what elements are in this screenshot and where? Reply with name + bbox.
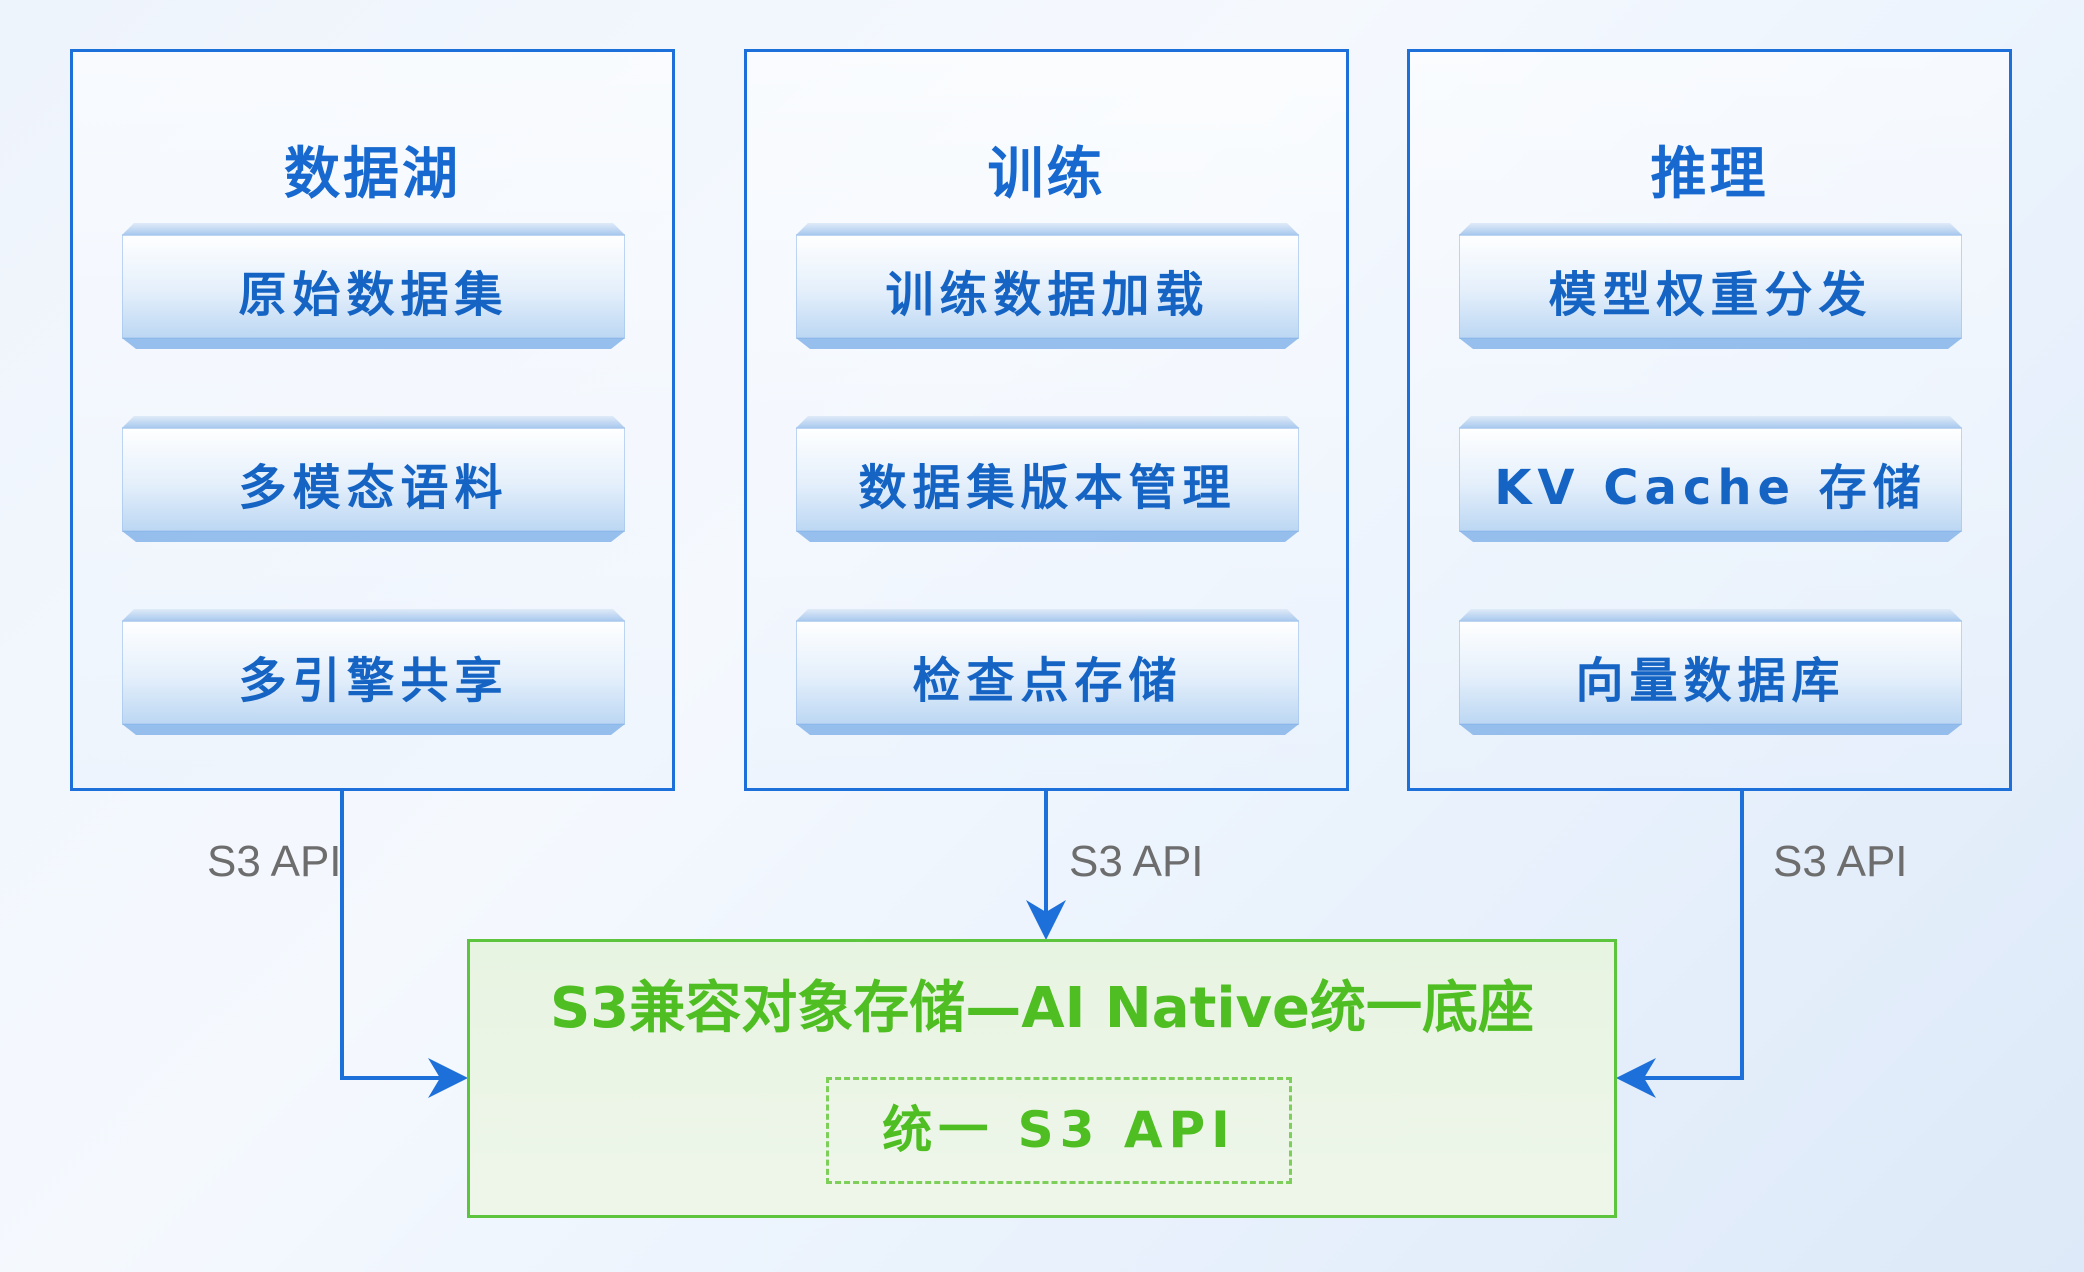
- slab-top-face: [1459, 416, 1962, 428]
- slab-bottom-face: [796, 724, 1299, 735]
- panel-title: 数据湖: [284, 142, 461, 207]
- panel-data-lake: 数据湖 原始数据集 多模态语料 多引擎共享: [70, 49, 675, 791]
- slab-bottom-face: [1459, 338, 1962, 349]
- slab-top-face: [1459, 223, 1962, 235]
- unified-api-label: 统一 S3 API: [882, 1101, 1236, 1159]
- item-slab: 训练数据加载: [796, 223, 1299, 353]
- slab-top-face: [796, 223, 1299, 235]
- item-label: 检查点存储: [912, 653, 1183, 709]
- slab-bottom-face: [1459, 724, 1962, 735]
- panel-title: 训练: [987, 142, 1106, 207]
- unified-api-box: 统一 S3 API: [826, 1077, 1292, 1184]
- api-label-left: S3 API: [207, 837, 342, 886]
- item-slab: 多模态语料: [122, 416, 625, 546]
- object-storage-base: S3兼容对象存储—AI Native统一底座 统一 S3 API: [467, 939, 1617, 1218]
- item-slab: 多引擎共享: [122, 609, 625, 739]
- item-slab: 向量数据库: [1459, 609, 1962, 739]
- slab-front-face: [1459, 620, 1962, 725]
- item-label: 多引擎共享: [238, 653, 509, 709]
- item-slab: 模型权重分发: [1459, 223, 1962, 353]
- slab-front-face: [122, 234, 625, 339]
- slab-top-face: [796, 416, 1299, 428]
- slab-bottom-face: [122, 338, 625, 349]
- api-label-center: S3 API: [1069, 837, 1204, 886]
- item-label: 模型权重分发: [1548, 267, 1873, 323]
- slab-bottom-face: [122, 724, 625, 735]
- item-label: KV Cache 存储: [1494, 460, 1927, 516]
- panel-title: 推理: [1650, 142, 1769, 207]
- item-label: 数据集版本管理: [858, 460, 1237, 516]
- base-title: S3兼容对象存储—AI Native统一底座: [549, 976, 1535, 1041]
- item-label: 向量数据库: [1575, 653, 1846, 709]
- arrow-right: [1616, 791, 1744, 1098]
- api-label-right: S3 API: [1773, 837, 1908, 886]
- panel-training: 训练 训练数据加载 数据集版本管理 检查点存储: [744, 49, 1349, 791]
- slab-bottom-face: [796, 338, 1299, 349]
- slab-front-face: [796, 427, 1299, 532]
- item-label: 多模态语料: [238, 460, 509, 516]
- slab-front-face: [1459, 234, 1962, 339]
- item-slab: 检查点存储: [796, 609, 1299, 739]
- slab-top-face: [122, 223, 625, 235]
- item-slab: 数据集版本管理: [796, 416, 1299, 546]
- slab-top-face: [122, 609, 625, 621]
- item-label: 训练数据加载: [885, 267, 1210, 323]
- panel-inference: 推理 模型权重分发 KV Cache 存储 向量数据库: [1407, 49, 2012, 791]
- slab-top-face: [796, 609, 1299, 621]
- slab-front-face: [1459, 427, 1962, 532]
- slab-top-face: [122, 416, 625, 428]
- slab-bottom-face: [122, 531, 625, 542]
- arrow-left: [340, 791, 468, 1098]
- slab-top-face: [1459, 609, 1962, 621]
- slab-front-face: [796, 620, 1299, 725]
- item-slab: KV Cache 存储: [1459, 416, 1962, 546]
- slab-bottom-face: [1459, 531, 1962, 542]
- slab-bottom-face: [796, 531, 1299, 542]
- item-slab: 原始数据集: [122, 223, 625, 353]
- item-label: 原始数据集: [238, 267, 509, 323]
